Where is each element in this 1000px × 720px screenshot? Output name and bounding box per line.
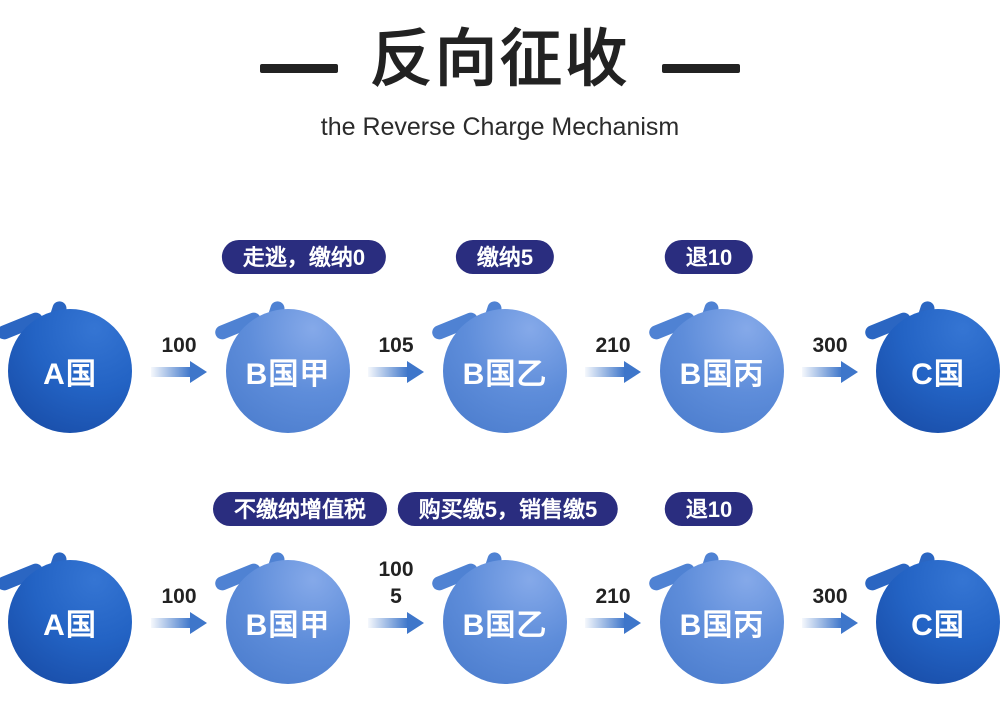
flow-arrow-icon	[802, 612, 858, 634]
amount-label: 100	[161, 332, 196, 359]
amount-label: 105	[378, 332, 413, 359]
country-bubble: B国甲	[213, 550, 350, 684]
country-bubble: A国	[0, 299, 132, 433]
country-bubble: B国丙	[647, 299, 784, 433]
amount-value: 300	[812, 585, 848, 608]
country-bubble-body: A国	[8, 560, 132, 684]
country-label: A国	[43, 609, 97, 642]
amount-label: 300	[812, 332, 847, 359]
country-bubble: B国甲	[213, 299, 350, 433]
flow-arrow-icon	[585, 361, 641, 383]
country-label: C国	[911, 358, 965, 391]
amount-value: 100	[161, 585, 197, 608]
amount-value: 100	[378, 558, 414, 581]
country-bubble: B国乙	[430, 550, 567, 684]
country-label: B国甲	[245, 609, 331, 642]
country-label: A国	[43, 358, 97, 391]
country-bubble-body: C国	[876, 309, 1000, 433]
tax-note-badge: 退10	[664, 240, 754, 274]
country-bubble-body: B国甲	[226, 309, 350, 433]
tax-note-badge: 缴纳5	[455, 240, 555, 274]
amount-label: 210	[595, 583, 630, 610]
country-bubble: B国丙	[647, 550, 784, 684]
tax-note-badge: 走逃，缴纳0	[221, 240, 387, 274]
country-bubble-body: C国	[876, 560, 1000, 684]
country-bubble: B国乙	[430, 299, 567, 433]
amount-value: 105	[378, 334, 414, 357]
amount-label: 100	[161, 583, 196, 610]
amount-value: 300	[812, 334, 848, 357]
country-bubble-body: B国乙	[443, 560, 567, 684]
page-subtitle: the Reverse Charge Mechanism	[320, 113, 680, 141]
country-bubble: A国	[0, 550, 132, 684]
country-label: B国丙	[679, 358, 765, 391]
amount-value-secondary: 5	[390, 585, 402, 608]
country-label: B国丙	[679, 609, 765, 642]
country-label: B国乙	[462, 609, 548, 642]
country-label: B国甲	[245, 358, 331, 391]
country-bubble-body: B国甲	[226, 560, 350, 684]
country-bubble-body: B国丙	[660, 309, 784, 433]
tax-note-badge: 不缴纳增值税	[212, 492, 388, 526]
page-title-row: 反向征收	[0, 25, 1000, 94]
tax-note-badge: 购买缴5，销售缴5	[397, 492, 619, 526]
flow-arrow-icon	[368, 361, 424, 383]
amount-value: 210	[595, 585, 631, 608]
title-dash-right-icon	[662, 63, 740, 73]
country-bubble-body: A国	[8, 309, 132, 433]
country-bubble: C国	[863, 299, 1000, 433]
country-bubble-body: B国丙	[660, 560, 784, 684]
amount-value: 210	[595, 334, 631, 357]
country-bubble: C国	[863, 550, 1000, 684]
amount-label: 210	[595, 332, 630, 359]
flow-arrow-icon	[585, 612, 641, 634]
amount-label: 300	[812, 583, 847, 610]
page-title: 反向征收	[369, 25, 630, 94]
flow-arrow-icon	[802, 361, 858, 383]
country-label: C国	[911, 609, 965, 642]
title-dash-left-icon	[259, 63, 338, 73]
flow-arrow-icon	[151, 361, 207, 383]
flow-arrow-icon	[368, 612, 424, 634]
tax-note-badge: 退10	[664, 492, 754, 526]
country-bubble-body: B国乙	[443, 309, 567, 433]
flow-arrow-icon	[151, 612, 207, 634]
amount-value: 100	[161, 334, 197, 357]
country-label: B国乙	[462, 358, 548, 391]
